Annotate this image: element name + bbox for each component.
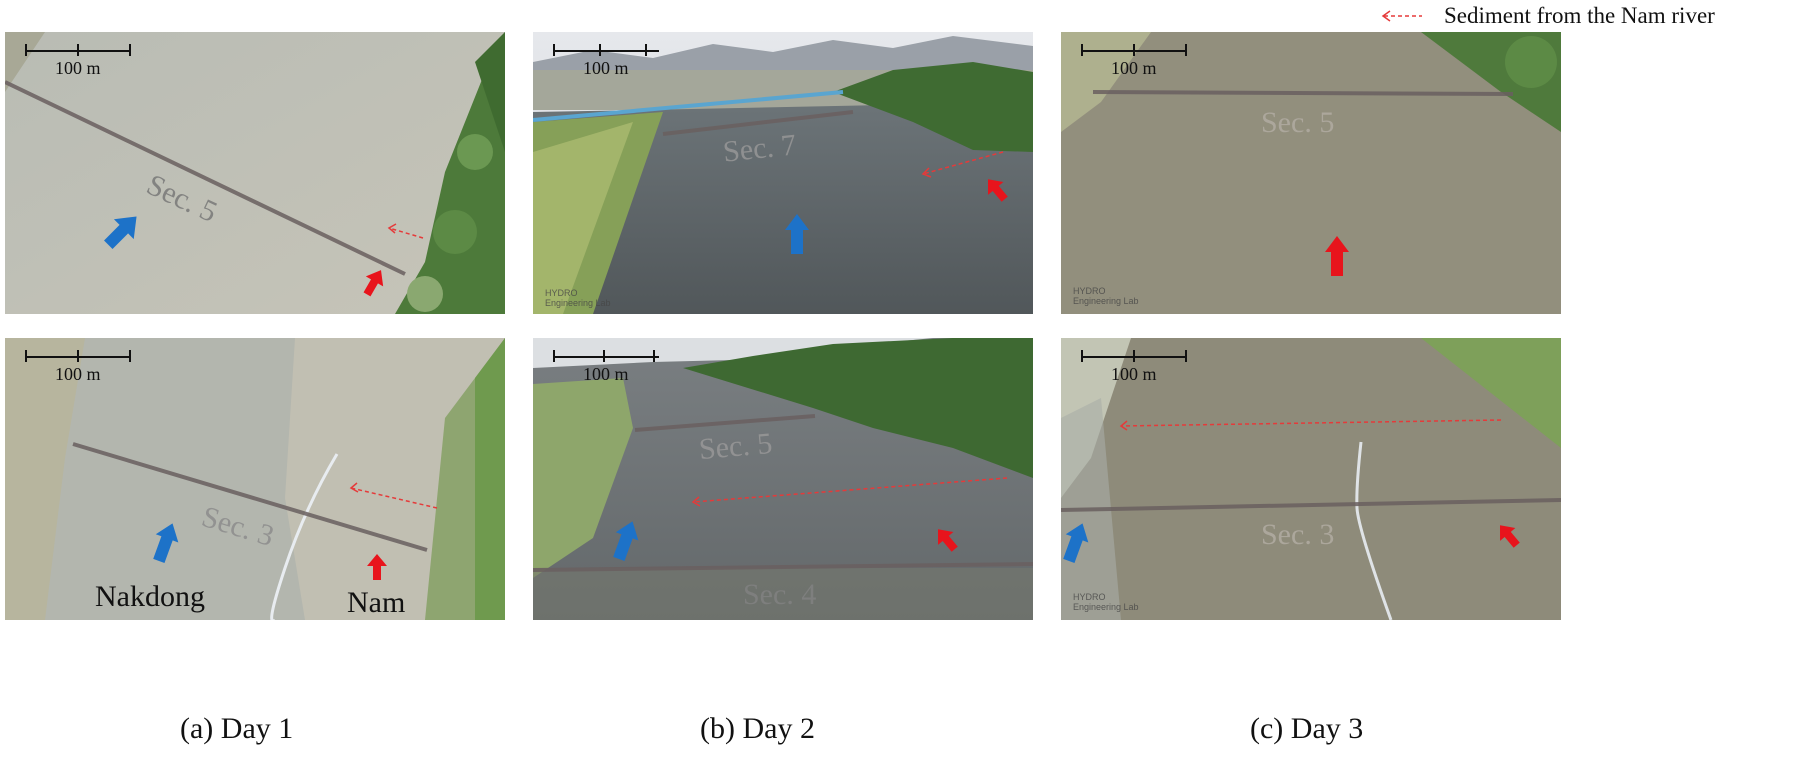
scale-bar: 100 m (1081, 44, 1191, 84)
section-line (634, 414, 816, 432)
red-flow-arrow (938, 529, 958, 552)
section-line (1061, 498, 1561, 512)
scale-bar: 100 m (1081, 350, 1191, 390)
sediment-arrow (349, 482, 438, 509)
section-label: Sec. 3 (1261, 518, 1335, 551)
section-label: Sec. 5 (697, 426, 774, 467)
blue-flow-arrow (104, 216, 137, 249)
watermark: HYDRO Engineering Lab (1073, 592, 1139, 612)
blue-flow-arrow (785, 214, 809, 254)
legend-label: Sediment from the Nam river (1444, 3, 1715, 28)
aerial-photo-day2-bottom: 100 m Sec. 5 Sec. 4 (533, 338, 1033, 620)
river-label-nam: Nam (347, 586, 406, 619)
aerial-photo-day1-bottom: 100 m Sec. 3 Nakdong Nam (5, 338, 505, 620)
watermark: HYDRO Engineering Lab (1073, 286, 1139, 306)
section-line (5, 80, 406, 276)
blue-flow-arrow (613, 521, 639, 561)
dashed-arrow-legend-icon (1380, 9, 1422, 23)
sediment-arrow (1119, 419, 1502, 431)
red-flow-arrow (988, 179, 1008, 202)
section-line (72, 442, 428, 552)
aerial-photo-day1-top: 100 m Sec. 5 (5, 32, 505, 314)
caption-day3: (c) Day 3 (1250, 712, 1364, 745)
scale-bar: 100 m (553, 350, 663, 390)
red-flow-arrow (363, 270, 384, 297)
section-line (533, 562, 1033, 572)
aerial-photo-day3-bottom: 100 m Sec. 3 HYDRO Engineering Lab (1061, 338, 1561, 620)
scale-bar: 100 m (25, 44, 135, 84)
scale-bar: 100 m (25, 350, 135, 390)
aerial-photo-day3-top: 100 m Sec. 5 HYDRO Engineering Lab (1061, 32, 1561, 314)
watermark: HYDRO Engineering Lab (545, 288, 611, 308)
sediment-arrow (387, 223, 424, 239)
aerial-photo-day2-top: 100 m Sec. 7 HYDRO Engineering Lab (533, 32, 1033, 314)
scale-bar: 100 m (553, 44, 663, 84)
section-label: Sec. 4 (743, 578, 817, 611)
caption-day1: (a) Day 1 (180, 712, 294, 745)
sediment-arrow (921, 151, 1004, 178)
river-label-nakdong: Nakdong (95, 580, 205, 613)
sediment-arrow (691, 477, 1008, 507)
blue-flow-arrow (1063, 523, 1089, 563)
section-line (1092, 90, 1514, 96)
red-flow-arrow (1500, 525, 1520, 548)
red-flow-arrow (1325, 236, 1349, 276)
caption-day2: (b) Day 2 (700, 712, 815, 745)
legend: Sediment from the Nam river (1380, 0, 1715, 32)
section-line (662, 110, 854, 136)
red-flow-arrow (367, 554, 387, 580)
section-label: Sec. 5 (1261, 106, 1335, 139)
blue-flow-arrow (153, 523, 179, 563)
